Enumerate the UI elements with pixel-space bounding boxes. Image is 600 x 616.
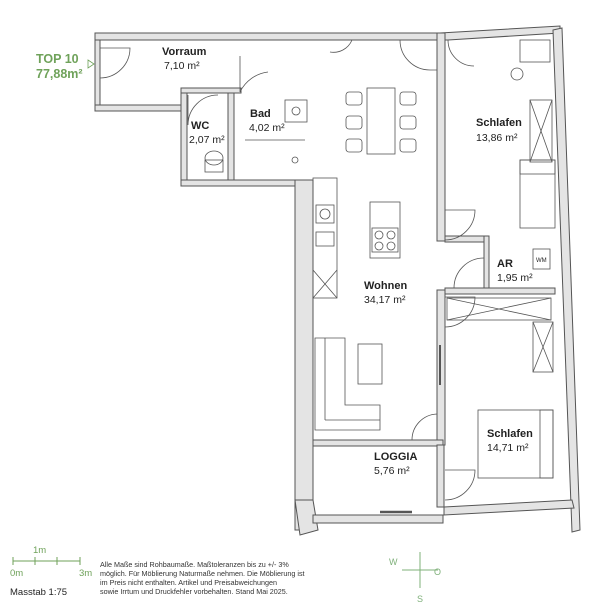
compass: W S O: [389, 552, 441, 604]
scale-label-3m: 3m: [79, 568, 92, 579]
unit-total-area: 77,88m²: [36, 67, 83, 81]
room-area-schlafen-2: 14,71 m²: [487, 442, 529, 454]
room-name-wc: WC: [191, 120, 209, 132]
room-name-bad: Bad: [250, 108, 271, 120]
room-name-vorraum: Vorraum: [162, 46, 207, 58]
room-name-loggia: LOGGIA: [374, 451, 417, 463]
scale-label-0m: 0m: [10, 568, 23, 579]
compass-east: O: [434, 567, 441, 577]
appliance-label: WM: [536, 258, 547, 264]
room-area-bad: 4,02 m²: [249, 122, 285, 134]
scale-caption: Masstab 1:75: [10, 587, 67, 598]
room-area-wohnen: 34,17 m²: [364, 294, 406, 306]
unit-label: TOP 10 77,88m²: [36, 52, 95, 81]
room-area-loggia: 5,76 m²: [374, 465, 410, 477]
room-area-schlafen-1: 13,86 m²: [476, 132, 518, 144]
scale-label-1m: 1m: [33, 545, 46, 556]
disclaimer: Alle Maße sind Rohbaumaße. Maßtoleranzen…: [100, 560, 345, 596]
compass-west: W: [389, 557, 398, 567]
walls: [94, 25, 581, 536]
room-name-schlafen-2: Schlafen: [487, 428, 533, 440]
room-area-vorraum: 7,10 m²: [164, 60, 200, 72]
disclaimer-line: Alle Maße sind Rohbaumaße. Maßtoleranzen…: [100, 560, 289, 569]
room-labels: Vorraum 7,10 m² WC 2,07 m² Bad 4,02 m² S…: [162, 46, 547, 477]
furniture: [204, 39, 556, 514]
doors: [99, 39, 485, 501]
disclaimer-line: sowie Irrtum und Druckfehler vorbehalten…: [100, 587, 288, 596]
disclaimer-line: im Preis nicht enthalten. Artikel und Pr…: [100, 578, 277, 587]
compass-south: S: [417, 594, 423, 604]
room-area-wc: 2,07 m²: [189, 134, 225, 146]
room-area-ar: 1,95 m²: [497, 272, 533, 284]
room-name-wohnen: Wohnen: [364, 280, 407, 292]
unit-name: TOP 10: [36, 52, 79, 66]
room-name-ar: AR: [497, 258, 513, 270]
scale-bar: 1m 0m 3m Masstab 1:75: [10, 545, 92, 598]
disclaimer-line: möglich. Für Möblierung Naturmaße nehmen…: [100, 569, 305, 578]
room-name-schlafen-1: Schlafen: [476, 117, 522, 129]
